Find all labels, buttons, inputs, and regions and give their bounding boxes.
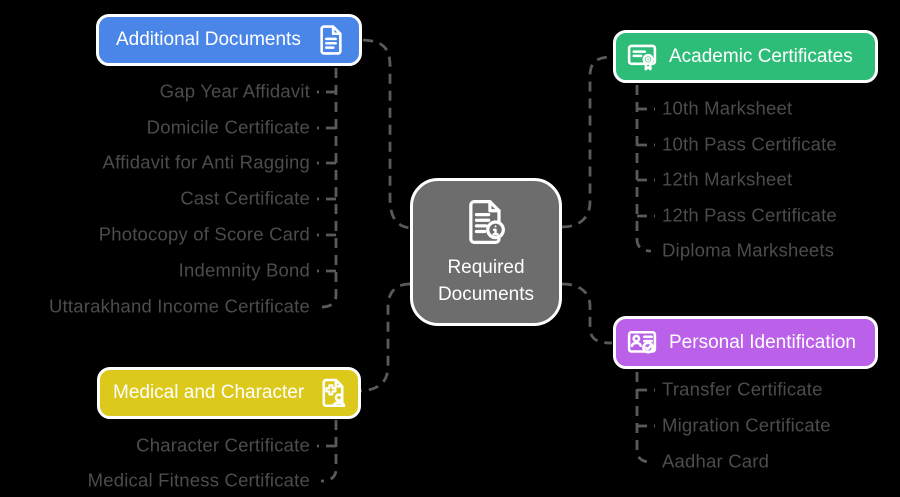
branch-node-personal-identification: Personal Identification [613, 316, 878, 369]
leaf-medical-fitness-certificate: Medical Fitness Certificate [87, 469, 310, 491]
leaf-12th-pass-certificate: 12th Pass Certificate [662, 204, 837, 226]
leaf-cast-certificate: Cast Certificate [180, 187, 310, 209]
connector-root-to-medical [359, 282, 411, 393]
leaf-gap-year-affidavit: Gap Year Affidavit [159, 80, 310, 102]
certificate-icon [627, 44, 657, 70]
root-label: Required Documents [437, 256, 535, 305]
branch-label: Additional Documents [116, 29, 301, 50]
leaf-diploma-marksheets: Diploma Marksheets [662, 239, 835, 261]
document-info-icon [469, 199, 505, 244]
leaf-migration-certificate: Migration Certificate [662, 414, 831, 436]
file-text-icon [320, 25, 342, 55]
branch-label: Personal Identification [669, 331, 856, 353]
trunk-personal [635, 372, 652, 464]
leaf-photocopy-score-card: Photocopy of Score Card [98, 223, 310, 245]
leaf-10th-pass-certificate: 10th Pass Certificate [662, 133, 837, 155]
connector-root-to-academic [561, 55, 613, 229]
leaf-10th-marksheet: 10th Marksheet [662, 97, 793, 119]
trunk-medical [320, 420, 338, 483]
branch-node-medical-and-character: Medical and Character [97, 367, 361, 419]
leaf-uttarakhand-income-certificate: Uttarakhand Income Certificate [48, 295, 310, 317]
leaf-12th-marksheet: 12th Marksheet [662, 168, 793, 190]
connector-root-to-additional [362, 38, 412, 230]
leaf-domicile-certificate: Domicile Certificate [146, 116, 310, 138]
id-card-check-icon [627, 330, 657, 353]
branch-label: Academic Certificates [669, 45, 853, 67]
branch-node-academic-certificates: Academic Certificates [613, 30, 878, 83]
leaf-transfer-certificate: Transfer Certificate [662, 378, 823, 400]
root-node-required-documents: Required Documents [410, 178, 562, 326]
leaf-indemnity-bond: Indemnity Bond [178, 259, 310, 281]
connector-root-to-personal [561, 282, 613, 345]
branch-node-additional-documents: Additional Documents [96, 14, 362, 66]
leaf-affidavit-anti-ragging: Affidavit for Anti Ragging [102, 151, 310, 173]
trunk-academic [635, 85, 652, 253]
leaf-aadhar-card: Aadhar Card [662, 450, 770, 472]
medical-document-person-icon [322, 378, 346, 408]
branch-label: Medical and Character [113, 382, 305, 403]
leaf-character-certificate: Character Certificate [136, 434, 310, 456]
trunk-additional [320, 68, 338, 309]
